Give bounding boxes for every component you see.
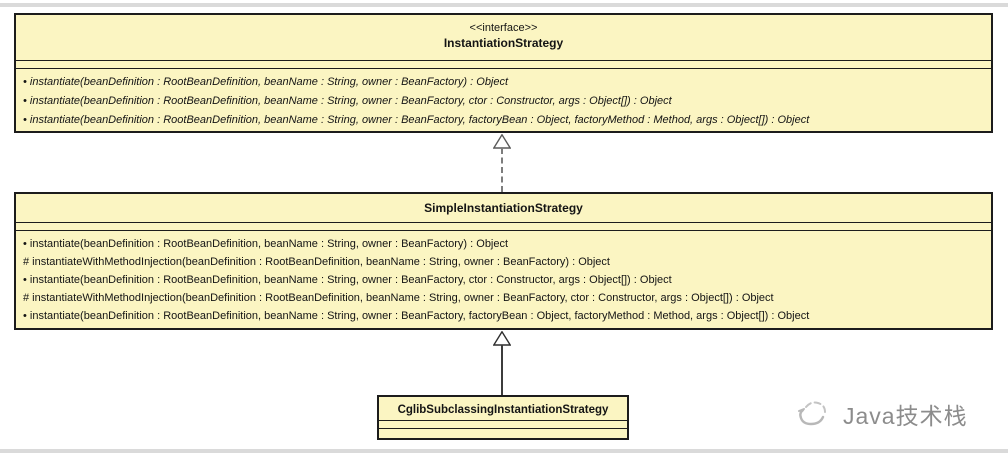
class-header: SimpleInstantiationStrategy	[16, 194, 991, 222]
subclass-header: CglibSubclassingInstantiationStrategy	[379, 397, 627, 420]
hollow-triangle-arrowhead	[493, 331, 511, 346]
subclass-name: CglibSubclassingInstantiationStrategy	[397, 404, 609, 416]
interface-stereotype: <<interface>>	[469, 22, 538, 34]
class-simpleinstantiationstrategy-box: SimpleInstantiationStrategy • instantiat…	[14, 192, 993, 330]
interface-attributes-compartment	[16, 60, 991, 68]
realization-dashed-line	[501, 148, 503, 192]
class-name: SimpleInstantiationStrategy	[424, 201, 583, 215]
method-signature: • instantiate(beanDefinition : RootBeanD…	[23, 95, 672, 107]
watermark-text: Java技术栈	[843, 403, 968, 429]
interface-header: <<interface>> InstantiationStrategy	[16, 15, 991, 60]
class-operations-compartment: • instantiate(beanDefinition : RootBeanD…	[16, 230, 991, 325]
method-signature: • instantiate(beanDefinition : RootBeanD…	[23, 274, 672, 286]
watermark: Java技术栈	[796, 394, 968, 434]
method-signature: # instantiateWithMethodInjection(beanDef…	[23, 292, 774, 304]
top-edge-band	[0, 3, 1008, 7]
method-signature: • instantiate(beanDefinition : RootBeanD…	[23, 114, 810, 126]
interface-instantiationstrategy-box: <<interface>> InstantiationStrategy • in…	[14, 13, 993, 133]
generalization-solid-line	[501, 345, 503, 395]
method-signature: • instantiate(beanDefinition : RootBeanD…	[23, 310, 810, 322]
bottom-edge-band	[0, 449, 1008, 453]
hollow-triangle-arrowhead	[493, 134, 511, 149]
watermark-bird-logo-icon	[798, 401, 826, 426]
method-signature: • instantiate(beanDefinition : RootBeanD…	[23, 238, 509, 250]
class-cglibsubclassinginstantiationstrategy-box: CglibSubclassingInstantiationStrategy	[377, 395, 629, 440]
subclass-operations-compartment	[379, 428, 627, 456]
method-signature: • instantiate(beanDefinition : RootBeanD…	[23, 76, 509, 88]
subclass-attributes-compartment	[379, 420, 627, 428]
interface-name: InstantiationStrategy	[443, 36, 564, 50]
method-signature: # instantiateWithMethodInjection(beanDef…	[23, 256, 610, 268]
interface-operations-compartment: • instantiate(beanDefinition : RootBeanD…	[16, 68, 991, 130]
class-attributes-compartment	[16, 222, 991, 230]
